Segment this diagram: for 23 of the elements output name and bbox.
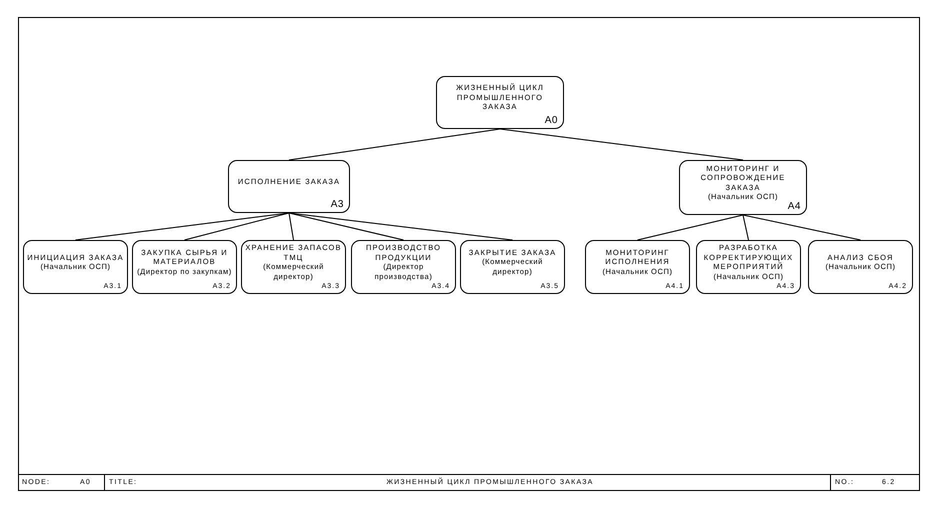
- process-box: [436, 76, 564, 129]
- process-box: [132, 240, 237, 294]
- connector-line: [637, 214, 744, 240]
- connector-line: [288, 212, 294, 240]
- process-box: [23, 240, 128, 294]
- process-box: [679, 160, 807, 215]
- process-box: [241, 240, 346, 294]
- process-box: [696, 240, 801, 294]
- process-box: [228, 160, 350, 213]
- process-box: [351, 240, 456, 294]
- node-number: A0: [544, 115, 558, 126]
- connector-line: [288, 212, 513, 240]
- process-box: [808, 240, 913, 294]
- connector-line: [742, 214, 861, 240]
- node-number: A4: [788, 201, 801, 212]
- process-box: [460, 240, 565, 294]
- connector-line: [500, 128, 744, 160]
- connector-line: [288, 128, 500, 160]
- connector-line: [742, 214, 749, 240]
- node-number: A3: [330, 199, 344, 210]
- connector-line: [184, 212, 290, 240]
- process-box: [585, 240, 690, 294]
- connector-line: [288, 212, 404, 240]
